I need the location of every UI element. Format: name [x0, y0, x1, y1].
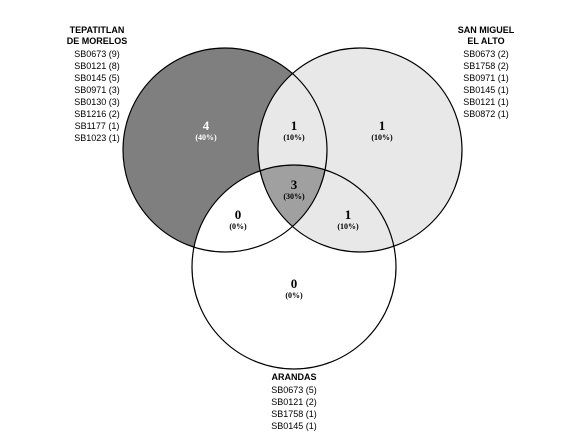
san-miguel-item: SB0872 (1) — [463, 109, 509, 119]
all-three-percent: (30%) — [283, 192, 305, 201]
san-miguel-only-count: 1 — [379, 118, 386, 133]
arandas-item: SB0673 (5) — [271, 385, 317, 395]
san-miguel-title-line-2: EL ALTO — [467, 36, 504, 46]
tepatitlan-item: SB1177 (1) — [75, 121, 120, 131]
san-miguel-item: SB1758 (2) — [463, 61, 509, 71]
tepatitlan-circle-outline — [122, 47, 328, 253]
tepatitlan-arandas-count: 0 — [235, 207, 242, 222]
san-miguel-item: SB0971 (1) — [463, 73, 509, 83]
arandas-item: SB1758 (1) — [271, 409, 317, 419]
tepatitlan-item: SB0971 (3) — [74, 85, 120, 95]
san-miguel-only-percent: (10%) — [371, 133, 393, 142]
arandas-only-percent: (0%) — [285, 291, 303, 300]
arandas-legend: ARANDAS SB0673 (5) SB0121 (2) SB1758 (1)… — [271, 372, 317, 431]
all-three-count: 3 — [291, 177, 298, 192]
tepatitlan-only-count: 4 — [203, 118, 210, 133]
san-miguel-item: SB0121 (1) — [463, 97, 509, 107]
arandas-item: SB0145 (1) — [271, 421, 317, 431]
san-miguel-circle-outline — [257, 47, 463, 253]
tepatitlan-item: SB0130 (3) — [74, 97, 120, 107]
tepatitlan-title-line-2: DE MORELOS — [67, 36, 128, 46]
san-miguel-item: SB0145 (1) — [463, 85, 509, 95]
san-miguel-title-line-1: SAN MIGUEL — [458, 25, 515, 35]
tepatitlan-item: SB0673 (9) — [74, 49, 120, 59]
arandas-title: ARANDAS — [272, 372, 317, 382]
tepatitlan-item: SB1023 (1) — [74, 133, 120, 143]
san-miguel-arandas-percent: (10%) — [337, 222, 359, 231]
tepatitlan-san-miguel-percent: (10%) — [283, 133, 305, 142]
tepatitlan-legend: TEPATITLAN DE MORELOS SB0673 (9) SB0121 … — [67, 25, 128, 143]
tepatitlan-item: SB1216 (2) — [74, 109, 120, 119]
tepatitlan-only-percent: (40%) — [195, 133, 217, 142]
arandas-only-count: 0 — [291, 276, 298, 291]
san-miguel-item: SB0673 (2) — [463, 49, 509, 59]
tepatitlan-item: SB0121 (8) — [74, 61, 120, 71]
tepatitlan-item: SB0145 (5) — [74, 73, 120, 83]
san-miguel-arandas-count: 1 — [345, 207, 352, 222]
arandas-circle-outline — [191, 164, 397, 370]
san-miguel-legend: SAN MIGUEL EL ALTO SB0673 (2) SB1758 (2)… — [458, 25, 515, 119]
tepatitlan-title-line-1: TEPATITLAN — [70, 25, 125, 35]
tepatitlan-arandas-percent: (0%) — [229, 222, 247, 231]
tepatitlan-san-miguel-count: 1 — [291, 118, 298, 133]
arandas-item: SB0121 (2) — [271, 397, 317, 407]
